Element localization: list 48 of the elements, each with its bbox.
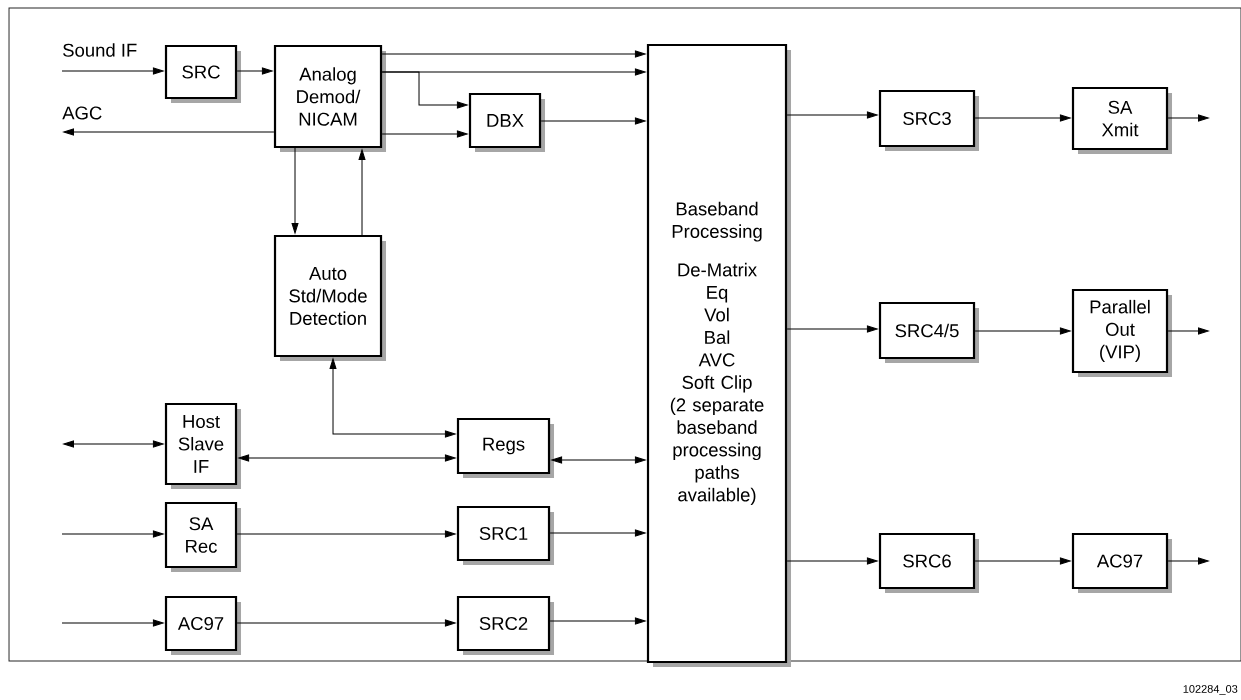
arrow [786,325,878,333]
block-box: Host Slave IF [164,402,241,489]
text-label: AGC [62,106,102,120]
text-label: 102284_03 [1183,685,1238,695]
arrow [786,111,878,119]
block-box: Regs [456,417,554,478]
text-label: Sound IF [63,43,137,57]
arrow [540,117,646,125]
arrow [381,50,646,58]
arrow [358,149,366,236]
arrow [974,557,1071,565]
arrow [974,114,1071,122]
block-box: SRC6 [878,532,979,593]
block-box: DBX [468,92,545,152]
arrow [236,619,456,627]
arrow [236,67,273,75]
arrow [974,327,1071,335]
arrow [236,530,456,538]
block-box: Parallel Out (VIP) [1071,288,1172,377]
arrow [1167,557,1209,565]
block-box: SRC2 [456,595,554,655]
arrow [549,529,646,537]
arrow [1167,327,1209,335]
arrow [381,130,468,138]
arrow [61,619,164,627]
arrow [786,557,878,565]
block-box: SRC4/5 [878,301,979,363]
block-box: SA Xmit [1071,86,1172,154]
block-box: SRC1 [456,505,554,565]
block-box: SRC3 [878,89,979,151]
arrow [61,530,164,538]
arrow [291,147,299,234]
arrow [329,358,456,438]
arrow [63,440,164,448]
arrow [238,454,456,462]
block-box: SA Rec [164,501,241,572]
block-box: Analog Demod/ NICAM [273,44,386,152]
block-box: Auto Std/Mode Detection [273,234,386,361]
arrow [381,71,468,109]
block-box: AC97 [164,595,241,655]
arrow [549,617,646,625]
arrow [551,456,646,464]
block-box: AC97 [1071,532,1172,593]
block-box: SRC [164,44,241,103]
arrow [63,128,275,136]
arrow [61,67,164,75]
arrow [1167,114,1209,122]
block-box: Baseband Processing De-Matrix Eq Vol Bal AVC Soft Clip (2 separate baseband processing paths available) [646,43,791,667]
